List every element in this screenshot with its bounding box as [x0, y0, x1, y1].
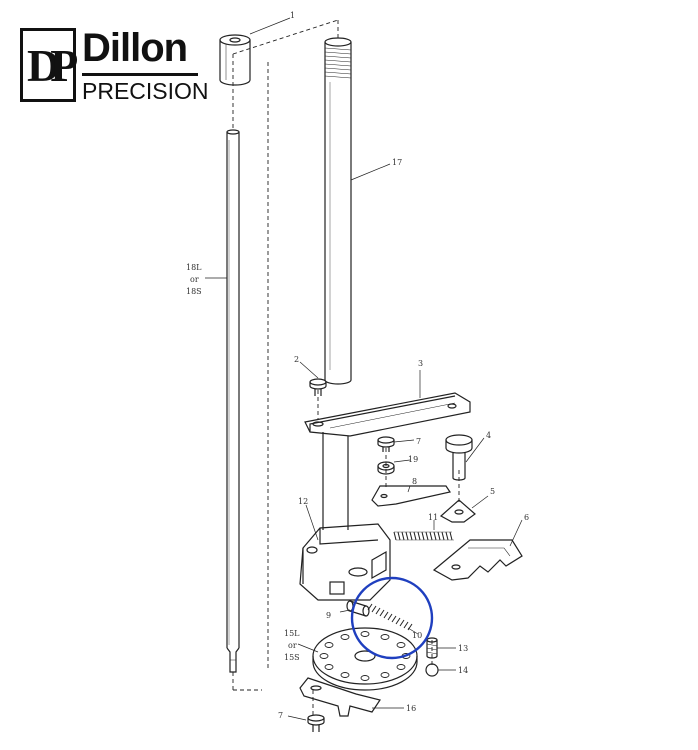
- part-15-disc: [312, 627, 418, 691]
- callout-9: 9: [326, 611, 331, 620]
- callout-2: 2: [294, 355, 299, 364]
- part-1-bushing: [219, 34, 251, 86]
- callout-15-line3: 15S: [284, 653, 300, 662]
- part-2-screw: [309, 378, 327, 396]
- callout-5: 5: [490, 487, 495, 496]
- part-3-bracket: [304, 392, 471, 437]
- callout-8: 8: [412, 477, 417, 486]
- assembly-guide-lines: [232, 19, 460, 716]
- callout-19: 19: [408, 455, 418, 464]
- callout-17: 17: [392, 158, 402, 167]
- callout-18-line2: or: [190, 275, 199, 284]
- part-11-spring: [393, 531, 454, 541]
- part-19-washer: [377, 461, 395, 475]
- callout-10: 10: [412, 631, 422, 640]
- logo-tagline: PRECISION: [82, 78, 209, 104]
- callout-1: 1: [290, 11, 295, 20]
- logo-rule: [82, 73, 198, 76]
- logo-wordmark: Dillon: [82, 26, 188, 70]
- callout-18-line3: 18S: [186, 287, 202, 296]
- callout-14: 14: [458, 666, 468, 675]
- callout-11: 11: [428, 513, 438, 522]
- highlight-circle: [350, 576, 434, 660]
- callout-13: 13: [458, 644, 468, 653]
- callout-12: 12: [298, 497, 308, 506]
- part-12-housing: [299, 432, 391, 601]
- part-17-tube: [324, 37, 352, 385]
- callout-18-line1: 18L: [186, 263, 202, 272]
- logo-monogram-box: DP: [20, 28, 78, 102]
- callout-6: 6: [524, 513, 529, 522]
- part-7-screw-lower: [307, 714, 325, 732]
- part-18-rod: [226, 129, 240, 673]
- callout-7-upper: 7: [416, 437, 421, 446]
- callout-4: 4: [486, 431, 491, 440]
- part-7-screw-upper: [377, 436, 395, 452]
- part-5-cam: [439, 499, 476, 523]
- callout-15-line1: 15L: [284, 629, 300, 638]
- part-16-bracket: [299, 677, 381, 717]
- part-13-setscrew: [426, 637, 438, 659]
- part-4-pin: [445, 434, 473, 481]
- part-8-link: [371, 485, 451, 507]
- callout-7-lower: 7: [278, 711, 283, 720]
- part-6-slide: [432, 539, 523, 581]
- callout-3: 3: [418, 359, 423, 368]
- callout-15-line2: or: [288, 641, 297, 650]
- part-9-pin: [346, 600, 370, 617]
- leader-lines: [205, 17, 523, 721]
- part-14-ball: [425, 663, 439, 677]
- part-10-spring: [367, 603, 413, 631]
- callout-16: 16: [406, 704, 416, 713]
